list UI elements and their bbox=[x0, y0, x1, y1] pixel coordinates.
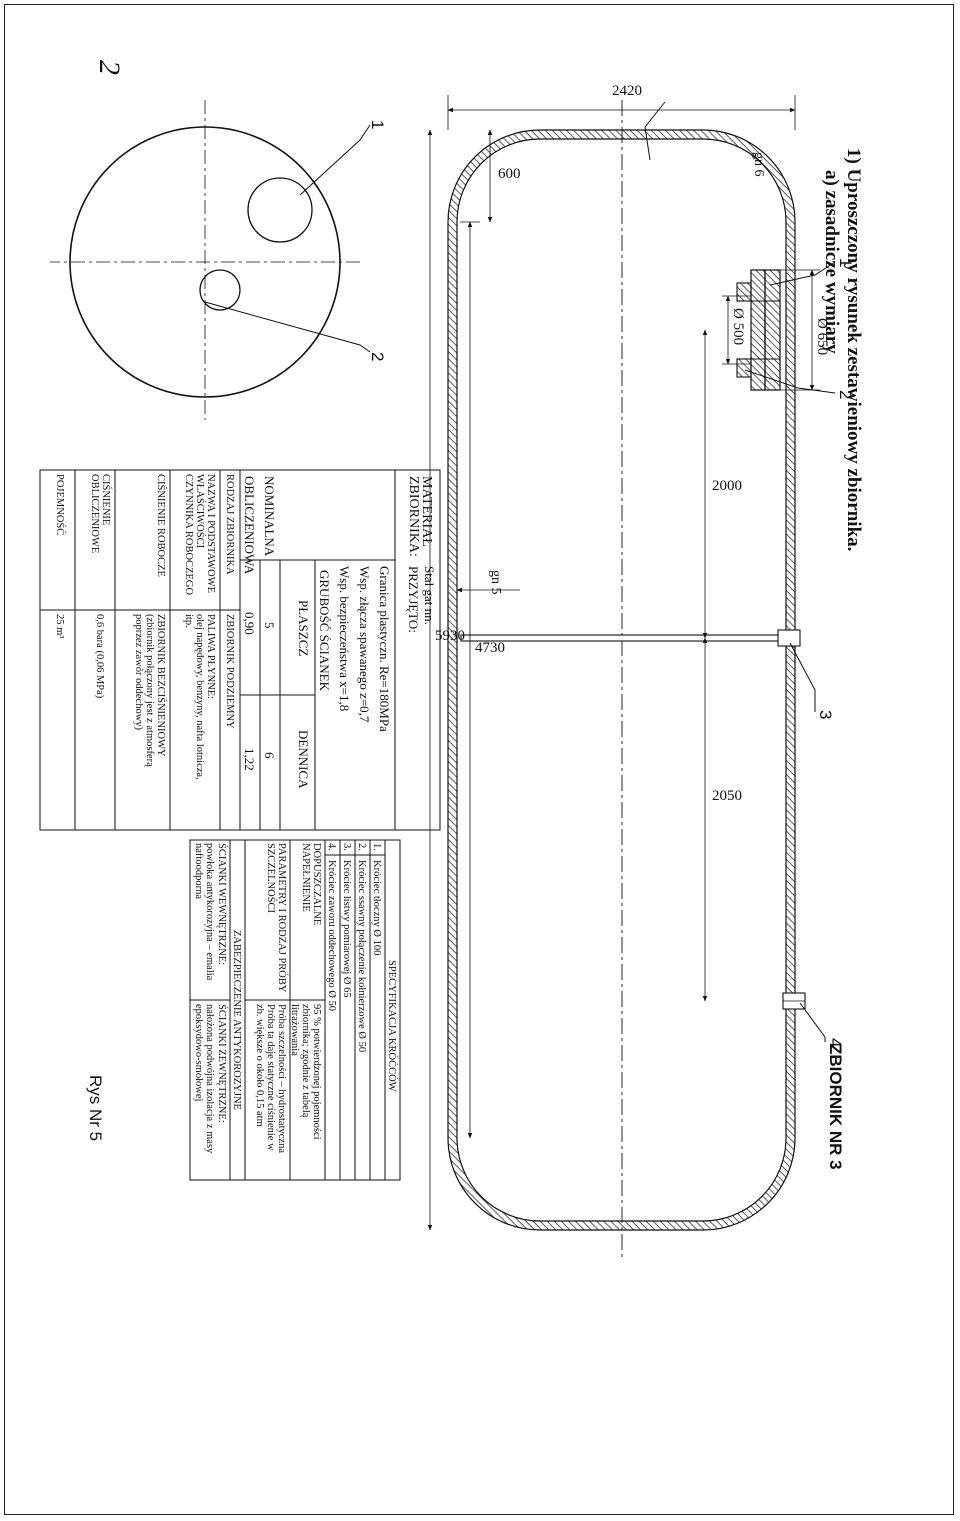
spec-n-3: 3. bbox=[341, 843, 352, 851]
param-value-2: ZBIORNIK BEZCIŚNIENIOWY (zbiornik połącz… bbox=[133, 614, 166, 767]
test-label: PARAMETRY I RODZAJ PRÓBY SZCZELNOŚCI bbox=[265, 843, 287, 993]
material-label: MATERIAŁ ZBIORNIKA: bbox=[406, 476, 434, 557]
calc-shell: 0,90 bbox=[242, 612, 257, 635]
material-line-3: Granica plastyczn. Re=180MPa bbox=[377, 566, 392, 732]
spec-title: SPECYFIKACJA KRÓĆCÓW bbox=[386, 960, 397, 1092]
dim-total-length: 5930 bbox=[435, 628, 465, 644]
end-view-callout-1: 1 bbox=[368, 120, 387, 129]
calc-head: 1,22 bbox=[242, 748, 257, 771]
material-line-2: PRZYJĘTO: bbox=[406, 566, 421, 633]
param-value-3: 0,6 bara (0,06 MPa) bbox=[94, 614, 105, 699]
spec-item-4: Króciec zaworu oddechowego Ø 50 bbox=[326, 860, 337, 1012]
breather-pipe bbox=[782, 992, 806, 1010]
param-value-4: 25 m³ bbox=[54, 614, 65, 639]
protection-title: ZABEZPIECZENIE ANTYKOROZYJNE bbox=[231, 930, 242, 1110]
tank-name: ZBIORNIK NR 3 bbox=[826, 1044, 845, 1170]
callout-3: 3 bbox=[816, 710, 835, 719]
material-line-4: Wsp. złącza spawanego z=0,7 bbox=[357, 566, 372, 723]
param-value-0: ZBIORNIK PODZIEMNY bbox=[224, 614, 235, 729]
nominal-head: 6 bbox=[262, 752, 277, 759]
nominal-shell: 5 bbox=[262, 622, 277, 629]
param-label-3: CIŚNIENIE OBLICZENIOWE bbox=[89, 474, 111, 554]
material-line-5: Wsp. bezpieczeństwa x=1,8 bbox=[337, 566, 352, 712]
col-shell: PŁASZCZ bbox=[296, 600, 311, 657]
inner-text: powłoka antykorozyjna – emalia naftoodpo… bbox=[193, 843, 215, 981]
end-view-callout-2: 2 bbox=[368, 352, 387, 361]
sheet-frame bbox=[4, 4, 954, 1515]
tank-end-view bbox=[50, 100, 371, 420]
dim-to-manhole: 2000 bbox=[712, 478, 742, 494]
heading-line1: 1) Uproszczony rysunek zestawieniowy zbi… bbox=[843, 148, 864, 551]
param-label-0: RODZAJ ZBIORNIKA bbox=[224, 474, 235, 575]
dim-wall-head: gn 6 bbox=[751, 152, 766, 177]
param-label-1: NAZWA I PODSTAWOWE WŁAŚCIWOŚCI CZYNNIKA … bbox=[183, 474, 216, 596]
heading-line2: a) zasadnicze wymiary bbox=[821, 170, 842, 354]
dim-cylinder-length: 4730 bbox=[475, 640, 505, 656]
measuring-rod bbox=[460, 629, 801, 647]
spec-n-4: 4. bbox=[326, 843, 337, 851]
spec-n-2: 2. bbox=[356, 843, 367, 851]
tank-wall bbox=[447, 129, 796, 1231]
dim-manhole-inner: Ø 500 bbox=[730, 308, 746, 345]
callout-2: 2 bbox=[836, 390, 855, 399]
figure-caption: Rys Nr 5 bbox=[86, 1075, 105, 1141]
fill-label: DOPUSZCZALNE NAPEŁNIENIE bbox=[300, 843, 322, 926]
dim-head-depth: 600 bbox=[498, 166, 521, 182]
outer-title: ŚCIANKI ZEWNĘTRZNE: bbox=[216, 1004, 227, 1123]
outer-text: nałożona podwójna izolacja z masy epoksy… bbox=[193, 1004, 215, 1154]
spec-n-1: 1. bbox=[371, 843, 382, 851]
inner-title: ŚCIANKI WEWNĘTRZNE: bbox=[216, 843, 227, 965]
spec-item-3: Króciec listwy pomiarowej Ø 65 bbox=[341, 860, 352, 998]
test-value: Próba szczelności – hydrostatyczna Próba… bbox=[254, 1004, 287, 1153]
dim-diameter: 2420 bbox=[612, 83, 642, 99]
row-calc: OBLICZENIOWA bbox=[242, 476, 257, 575]
material-line-1: Stal gat nn. bbox=[422, 566, 437, 625]
callout-4: 4 bbox=[826, 1038, 845, 1047]
callout-1: 1 bbox=[836, 258, 855, 267]
row-nominal: NOMINALNA bbox=[262, 476, 277, 557]
param-label-4: POJEMNOŚĆ bbox=[54, 474, 65, 536]
dim-manhole-outer: Ø 650 bbox=[814, 318, 830, 355]
spec-item-1: Króciec tłoczny Ø 100 bbox=[371, 860, 382, 956]
thickness-header: GRUBOŚĆ ŚCIANEK bbox=[317, 570, 332, 691]
dim-manhole-to-c4: 2050 bbox=[712, 788, 742, 804]
table-lines bbox=[39, 469, 441, 1181]
param-label-2: CIŚNIENIE ROBOCZE bbox=[155, 474, 166, 577]
spec-item-2: Króciec ssawny połączenie kołnierzowe Ø … bbox=[356, 860, 367, 1053]
dim-wall-shell: gn 5 bbox=[488, 570, 503, 595]
corner-mark: 2 bbox=[93, 60, 126, 75]
fill-value: 95 % potwierdzonej pojemności zbiornika;… bbox=[289, 1004, 322, 1140]
manhole-nozzle bbox=[736, 269, 781, 391]
col-head: DENNICA bbox=[296, 730, 311, 789]
param-value-1: PALIWA PŁYNNE: olej napędowy, benzyny, n… bbox=[183, 614, 216, 780]
